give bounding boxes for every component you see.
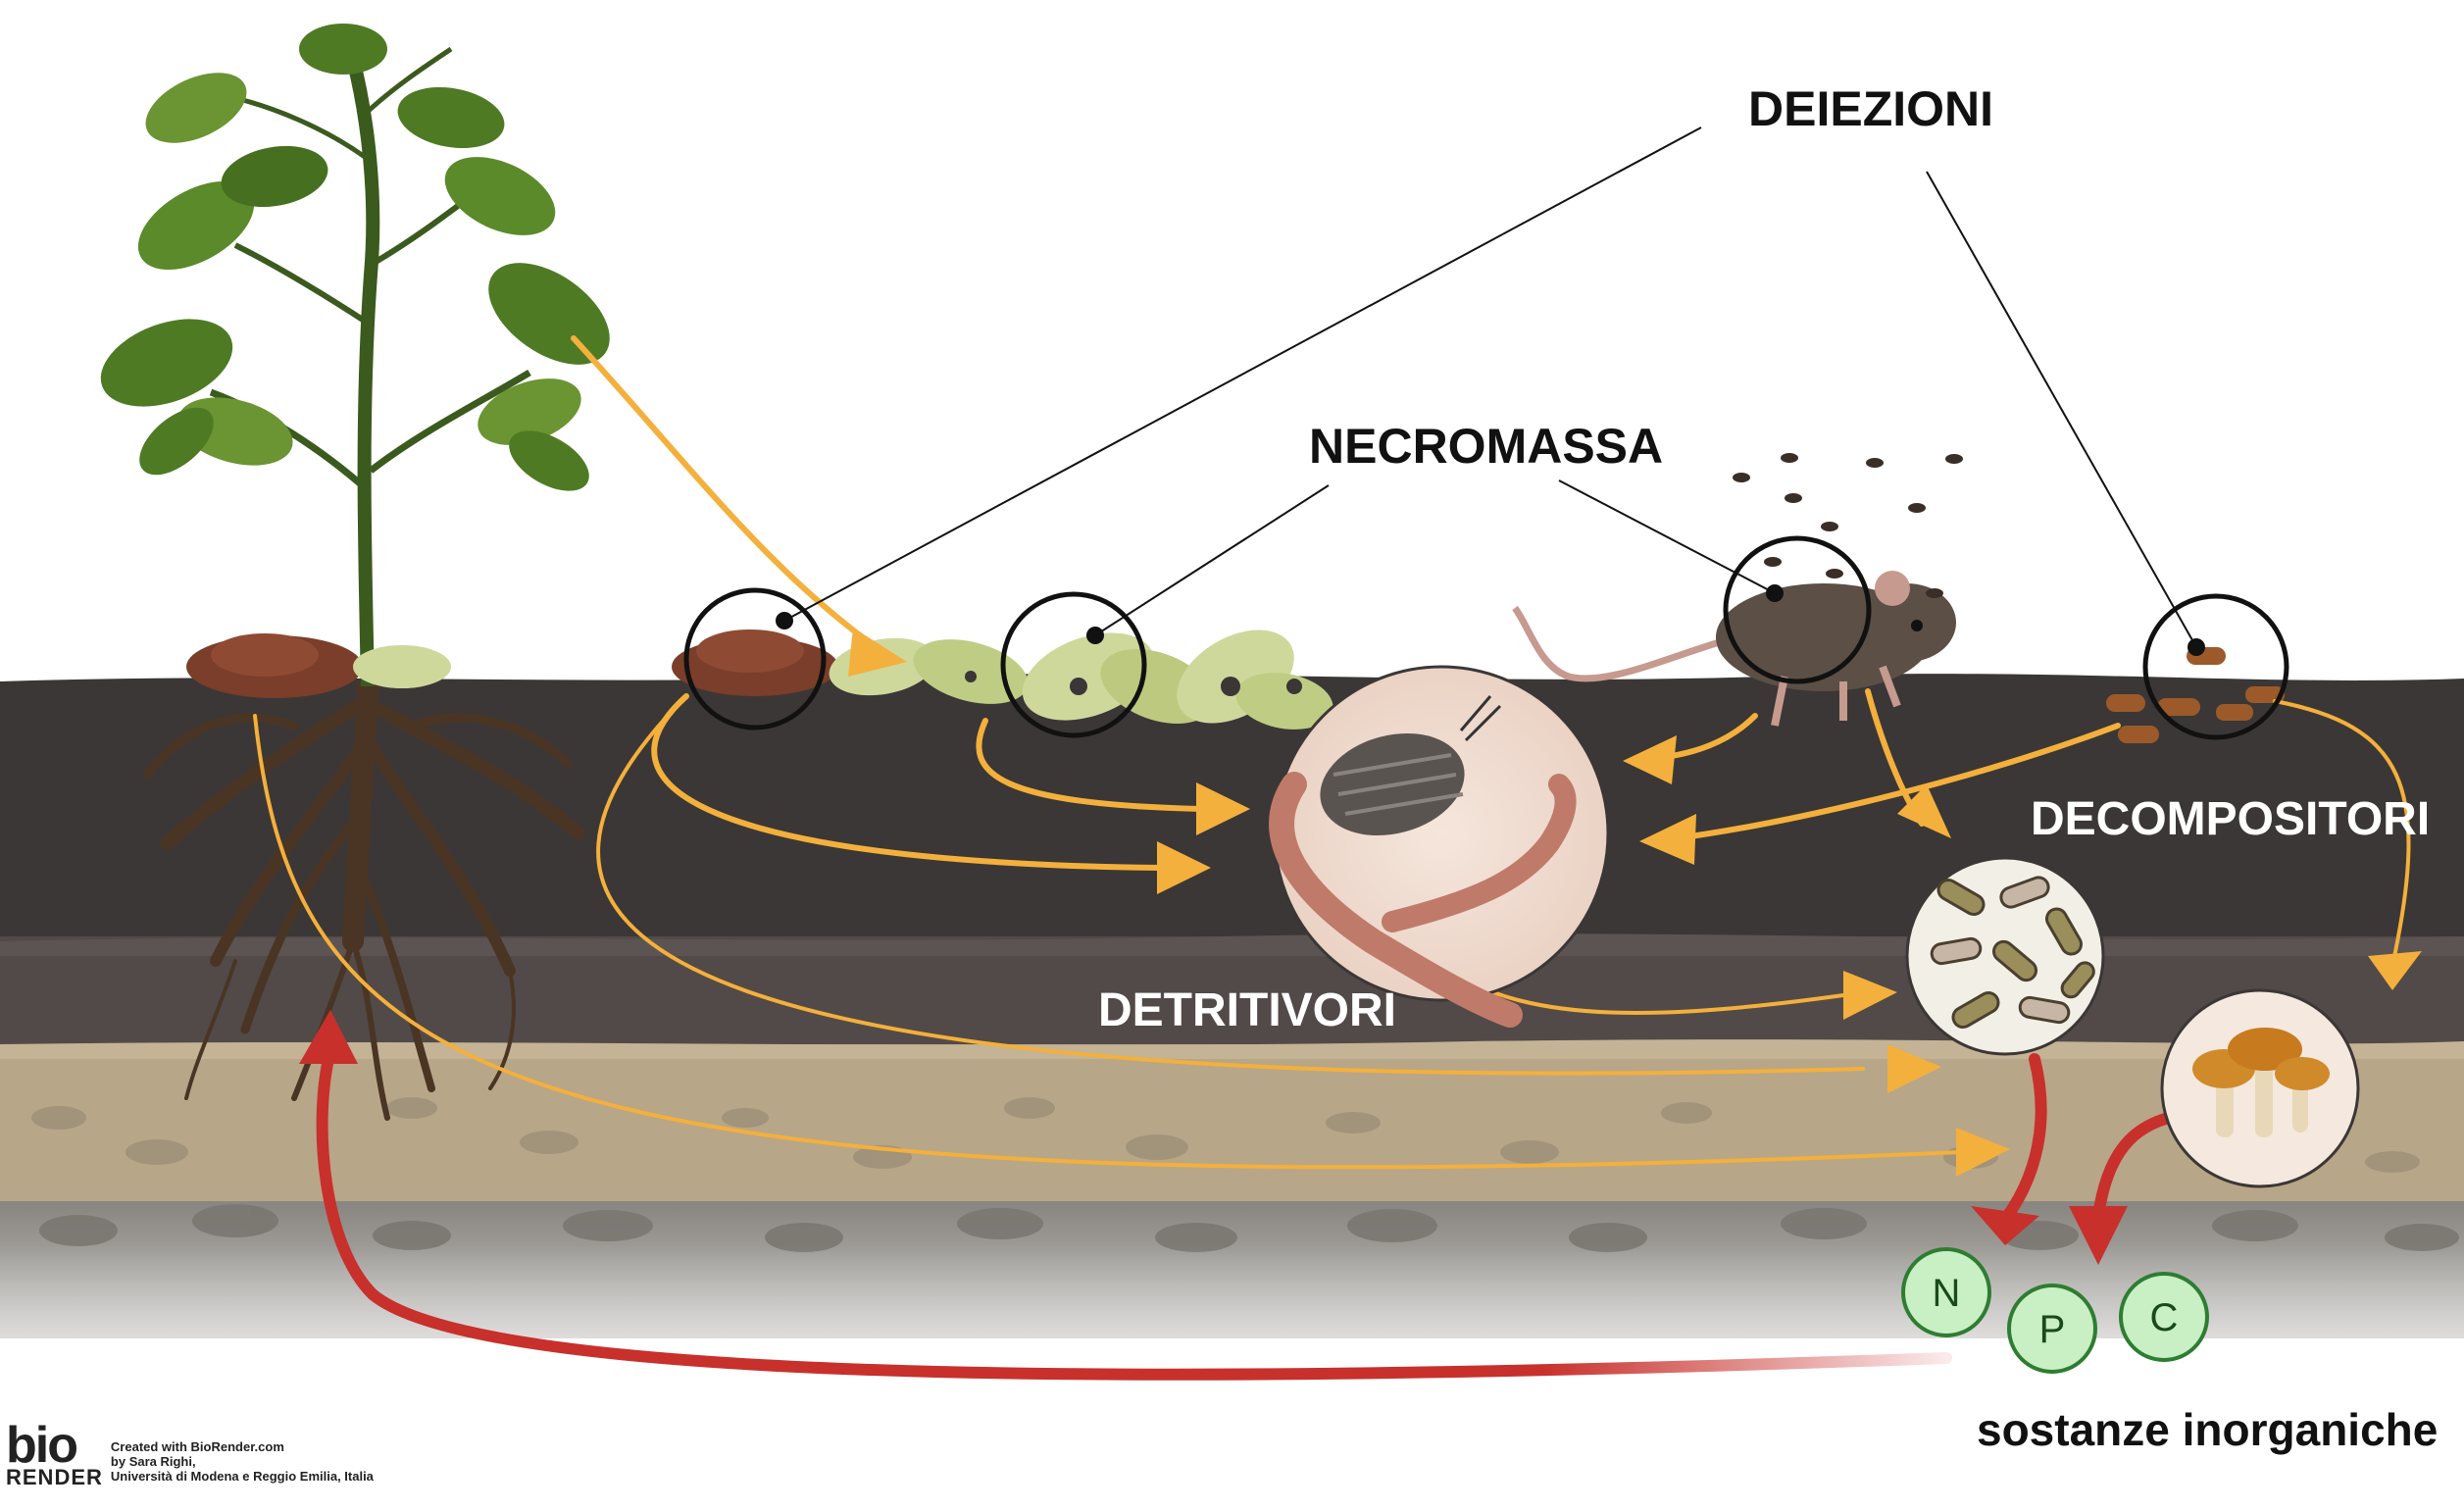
woodlouse-icon	[1320, 695, 1502, 836]
label-detritivori: DETRITIVORI	[1098, 984, 1397, 1036]
bacteria-circle	[1905, 856, 2105, 1056]
orange-flow-arrows	[253, 335, 2411, 1170]
leader-dots	[776, 584, 2205, 656]
plant-stem	[346, 57, 380, 687]
logo-mark-bottom: RENDER	[6, 1465, 103, 1489]
nutrient-p-label: P	[2039, 1308, 2066, 1351]
credit-line: Created with BioRender.com	[110, 1439, 284, 1454]
label-decompositori: DECOMPOSITORI	[2031, 793, 2431, 845]
credit-line: Università di Modena e Reggio Emilia, It…	[110, 1469, 374, 1484]
orange-arrowheads	[848, 628, 2422, 1177]
biorender-logo: bio RENDER Created with BioRender.com by…	[6, 1420, 374, 1488]
nutrient-bubbles: N P C	[1901, 1247, 2209, 1374]
nutrient-n: N	[1901, 1247, 1991, 1337]
highlight-leaves	[1000, 591, 1147, 738]
label-sostanze-inorganiche: sostanze inorganiche	[1977, 1404, 2439, 1455]
fungi-circle	[2160, 988, 2360, 1188]
detritivori-circle	[1269, 665, 1610, 1028]
logo-credit: Created with BioRender.com by Sara Righi…	[111, 1439, 374, 1484]
credit-line: by Sara Righi,	[110, 1454, 196, 1469]
label-necromassa: NECROMASSA	[1309, 419, 1664, 474]
nutrient-c: C	[2119, 1272, 2209, 1362]
plant	[100, 24, 610, 1121]
flies	[1733, 453, 1963, 598]
sand-layer	[0, 1044, 2464, 1216]
leader-lines	[783, 126, 2197, 648]
gravel-stones	[39, 1204, 2459, 1252]
highlight-mouse	[1723, 535, 1872, 684]
nutrient-n-label: N	[1933, 1272, 1961, 1315]
highlight-dung	[683, 587, 827, 730]
red-arrowheads	[299, 1010, 2128, 1265]
nutrient-p: P	[2007, 1284, 2097, 1374]
highlight-circles	[683, 535, 2289, 740]
highlight-pellets	[2142, 593, 2289, 740]
plant-leaves	[100, 24, 610, 491]
bacteria-icon	[1930, 876, 2095, 1029]
mushroom-icon	[2192, 1028, 2330, 1137]
nutrient-c-label: C	[2150, 1296, 2179, 1339]
mouse	[1512, 571, 1956, 727]
label-deiezioni: DEIEZIONI	[1748, 81, 1994, 136]
surface-litter	[672, 630, 2285, 743]
logo-mark-top: bio	[6, 1417, 78, 1474]
earthworm-icon	[1269, 772, 1577, 1028]
